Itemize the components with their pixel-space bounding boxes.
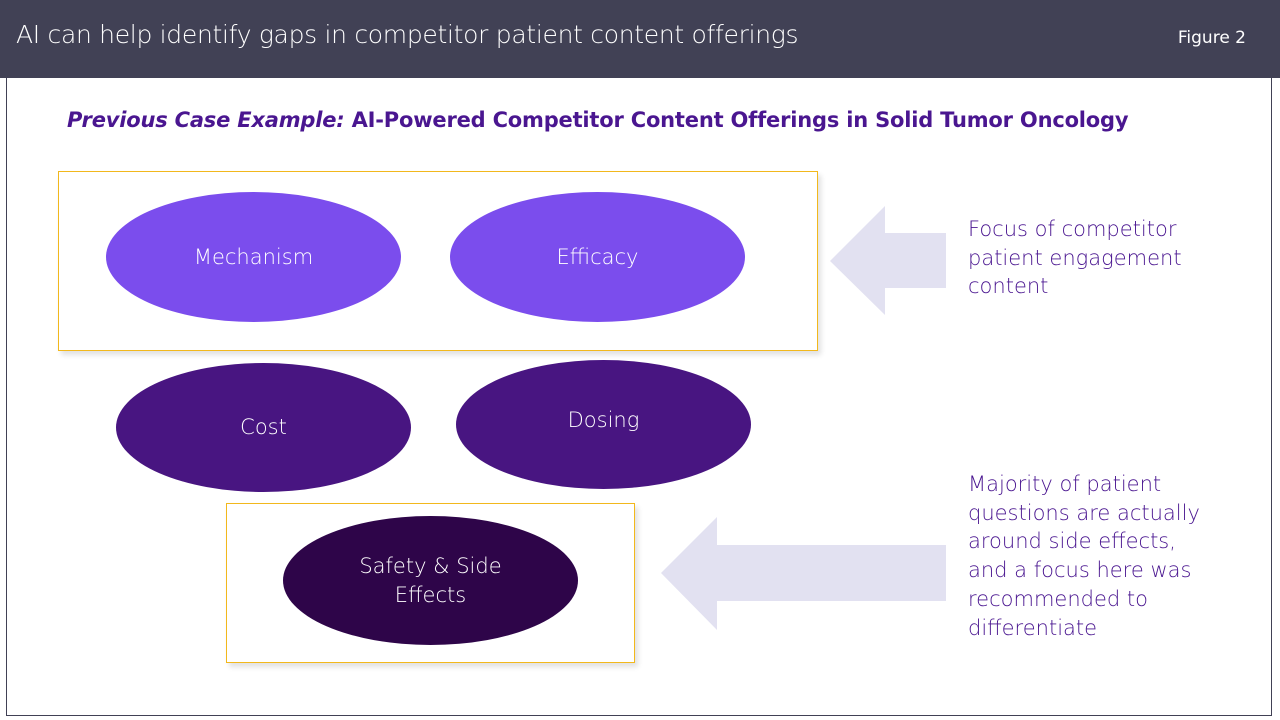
topic-mechanism: Mechanism xyxy=(106,192,401,322)
subtitle-text: AI-Powered Competitor Content Offerings … xyxy=(344,108,1129,132)
topic-label: Cost xyxy=(240,415,287,439)
topic-dosing: Dosing xyxy=(456,360,751,489)
topic-label: Dosing xyxy=(567,408,640,432)
patient-questions-note: Majority of patient questions are actual… xyxy=(968,472,1200,640)
subtitle-emphasis: Previous Case Example: xyxy=(67,108,345,132)
figure-label: Figure 2 xyxy=(1177,28,1246,48)
diagram-subtitle: Previous Case Example: AI-Powered Compet… xyxy=(67,108,1129,132)
topic-label: Efficacy xyxy=(556,244,639,269)
competitor-focus-note: Focus of competitor patient engagement c… xyxy=(968,217,1182,299)
topic-cost: Cost xyxy=(116,363,411,492)
topic-efficacy: Efficacy xyxy=(450,192,745,322)
topic-label: Safety & Side Effects xyxy=(359,553,502,607)
slide-frame xyxy=(6,78,1272,716)
topic-safety-side-effects: Safety & Side Effects xyxy=(283,516,578,645)
header-bar: AI can help identify gaps in competitor … xyxy=(0,0,1280,78)
left-arrow-icon xyxy=(661,517,946,630)
slide-title: AI can help identify gaps in competitor … xyxy=(16,20,799,49)
topic-label: Mechanism xyxy=(193,244,314,269)
left-arrow-icon xyxy=(830,206,946,315)
